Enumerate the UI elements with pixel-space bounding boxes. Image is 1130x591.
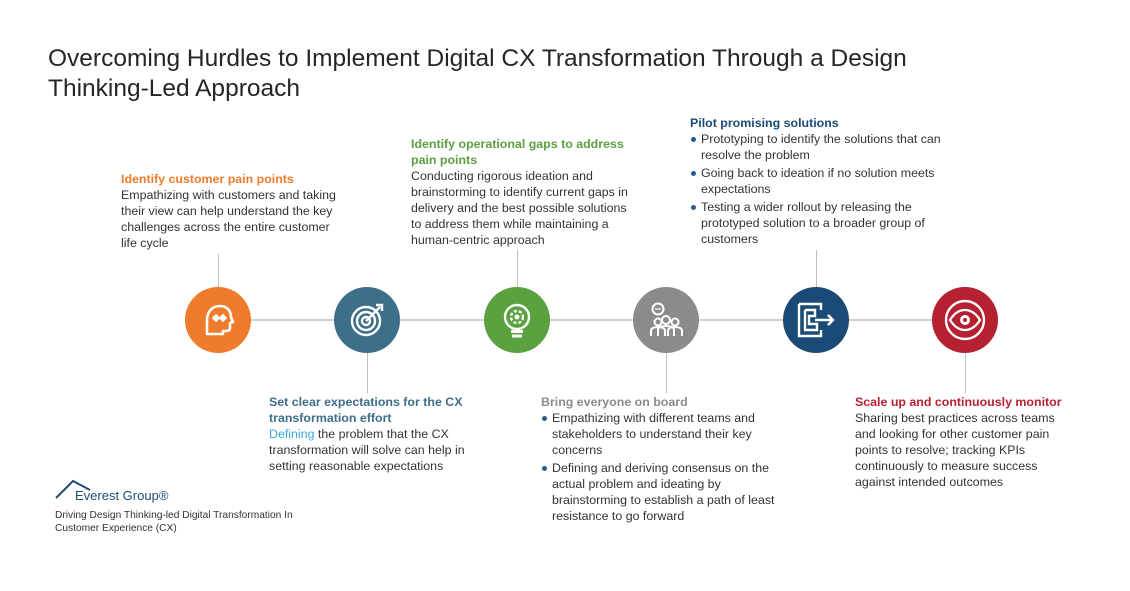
step-6-description: Sharing best practices across teams and … xyxy=(855,411,1055,489)
step-6-text: Scale up and continuously monitor Sharin… xyxy=(855,394,1075,490)
step-2-heading: Set clear expectations for the CX transf… xyxy=(269,395,463,425)
step-5-bullet: Going back to ideation if no solution me… xyxy=(690,165,960,197)
connector xyxy=(965,353,966,393)
page-title: Overcoming Hurdles to Implement Digital … xyxy=(48,45,907,102)
step-5-text: Pilot promising solutions Prototyping to… xyxy=(690,115,960,249)
step-5-heading: Pilot promising solutions xyxy=(690,116,839,130)
step-5-bullet: Testing a wider rollout by releasing the… xyxy=(690,199,960,247)
step-6-circle xyxy=(932,287,998,353)
target-icon xyxy=(350,303,384,337)
step-1-text: Identify customer pain points Empathizin… xyxy=(121,171,336,251)
step-1-description: Empathizing with customers and taking th… xyxy=(121,188,336,250)
connector xyxy=(666,353,667,393)
connector xyxy=(367,353,368,393)
connector xyxy=(816,250,817,288)
eye-icon xyxy=(944,299,986,341)
step-2-circle xyxy=(334,287,400,353)
step-3-heading: Identify operational gaps to address pai… xyxy=(411,137,624,167)
source-note: Driving Design Thinking-led Digital Tran… xyxy=(55,509,300,535)
lightbulb-gear-icon xyxy=(503,303,531,338)
step-5-circle xyxy=(783,287,849,353)
connector xyxy=(218,254,219,288)
people-icon xyxy=(650,302,683,336)
timeline xyxy=(196,319,966,321)
step-2-text: Set clear expectations for the CX transf… xyxy=(269,394,479,474)
step-6-heading: Scale up and continuously monitor xyxy=(855,395,1062,409)
source-text: Driving Design Thinking-led Digital Tran… xyxy=(55,510,293,534)
step-3-description: Conducting rigorous ideation and brainst… xyxy=(411,169,628,247)
everest-logo-icon xyxy=(55,479,91,499)
step-5-bullet: Prototyping to identify the solutions th… xyxy=(690,131,960,163)
logo-text: Everest Group® xyxy=(75,488,169,503)
step-1-circle xyxy=(185,287,251,353)
step-3-text: Identify operational gaps to address pai… xyxy=(411,136,631,248)
connector xyxy=(517,250,518,288)
maze-icon xyxy=(797,302,835,338)
step-4-text: Bring everyone on board Empathizing with… xyxy=(541,394,796,526)
step-3-circle xyxy=(484,287,550,353)
step-1-heading: Identify customer pain points xyxy=(121,172,294,186)
head-icon xyxy=(205,304,235,336)
step-4-bullet: Empathizing with different teams and sta… xyxy=(541,410,796,458)
step-2-highlight: Defining xyxy=(269,427,315,441)
step-2-description-rest: the problem that the CX transformation w… xyxy=(269,427,465,473)
step-4-bullet: Defining and deriving consensus on the a… xyxy=(541,460,796,524)
step-4-heading: Bring everyone on board xyxy=(541,395,688,409)
step-4-circle xyxy=(633,287,699,353)
step-2-description: Defining the problem that the CX transfo… xyxy=(269,426,479,474)
